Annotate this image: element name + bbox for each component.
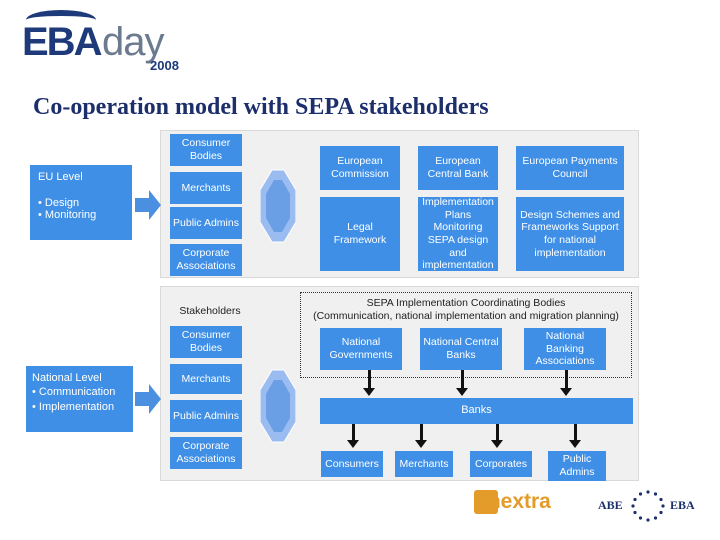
eu-stakeholder-consumer-bodies: Consumer Bodies — [170, 134, 242, 166]
epc-design-schemes-box: Design Schemes and Frameworks Support fo… — [516, 197, 624, 271]
endpoint-corporates: Corporates — [470, 451, 532, 477]
stakeholders-label: Stakeholders — [179, 304, 241, 317]
logo-day-text: day — [102, 20, 164, 64]
banks-bar: Banks — [320, 398, 633, 424]
legal-framework-box: Legal Framework — [320, 197, 400, 271]
national-stakeholder-merchants: Merchants — [170, 364, 242, 394]
arrow-down-icon — [456, 388, 468, 396]
arrow-down-icon — [415, 440, 427, 448]
ecb-implementation-box: Implementation Plans Monitoring SEPA des… — [418, 196, 498, 271]
ebaday-logo: EBA day 2008 — [22, 10, 202, 76]
inextra-logo: inextra — [474, 486, 552, 516]
coordinating-bodies-title: SEPA Implementation Coordinating Bodies … — [313, 297, 619, 322]
arrow-down-icon — [347, 440, 359, 448]
national-governments-box: National Governments — [320, 328, 402, 370]
arrow-shaft-public-admins — [574, 424, 577, 442]
endpoint-consumers: Consumers — [321, 451, 383, 477]
arrow-down-icon — [363, 388, 375, 396]
national-banking-associations-box: National Banking Associations — [524, 328, 606, 370]
eu-level-box: EU Level • Design • Monitoring — [30, 165, 132, 240]
eu-level-arrow-icon — [135, 190, 161, 220]
national-level-box: National Level • Communication • Impleme… — [26, 366, 133, 432]
arrow-shaft-banking-associations — [565, 370, 568, 390]
eu-exchange-double-arrow-icon — [260, 169, 296, 243]
arrow-shaft-central-banks — [461, 370, 464, 390]
eu-stakeholder-public-admins: Public Admins — [170, 207, 242, 239]
national-stakeholder-corporate-associations: Corporate Associations — [170, 437, 242, 469]
inextra-logo-text: inextra — [482, 490, 551, 513]
arrow-shaft-corporates — [496, 424, 499, 442]
stars-circle-icon — [631, 490, 665, 522]
arrow-down-icon — [560, 388, 572, 396]
national-central-banks-box: National Central Banks — [420, 328, 502, 370]
eba-text: EBA — [670, 498, 695, 512]
national-exchange-double-arrow-icon — [260, 369, 296, 443]
arrow-shaft-governments — [368, 370, 371, 390]
eu-stakeholder-merchants: Merchants — [170, 172, 242, 204]
eu-level-title: EU Level — [38, 171, 83, 183]
european-commission-box: European Commission — [320, 146, 400, 190]
arrow-down-icon — [491, 440, 503, 448]
logo-eba-text: EBA — [22, 20, 102, 64]
european-central-bank-box: European Central Bank — [418, 146, 498, 190]
national-level-arrow-icon — [135, 384, 161, 414]
page-title: Co-operation model with SEPA stakeholder… — [33, 94, 489, 120]
national-stakeholder-consumer-bodies: Consumer Bodies — [170, 326, 242, 358]
eu-stakeholder-corporate-associations: Corporate Associations — [170, 244, 242, 276]
arrow-shaft-merchants — [420, 424, 423, 442]
abe-eba-logo: ABE EBA — [598, 490, 702, 522]
arrow-shaft-consumers — [352, 424, 355, 442]
arrow-down-icon — [569, 440, 581, 448]
logo-year: 2008 — [150, 58, 179, 73]
eu-level-items: • Design • Monitoring — [38, 197, 97, 221]
endpoint-merchants: Merchants — [395, 451, 453, 477]
inextra-logo-mark — [474, 490, 498, 514]
national-stakeholder-public-admins: Public Admins — [170, 400, 242, 432]
endpoint-public-admins: Public Admins — [548, 451, 606, 481]
logo-swoosh — [26, 10, 96, 30]
european-payments-council-box: European Payments Council — [516, 146, 624, 190]
abe-text: ABE — [598, 498, 623, 512]
coordinating-bodies-frame — [300, 292, 632, 378]
